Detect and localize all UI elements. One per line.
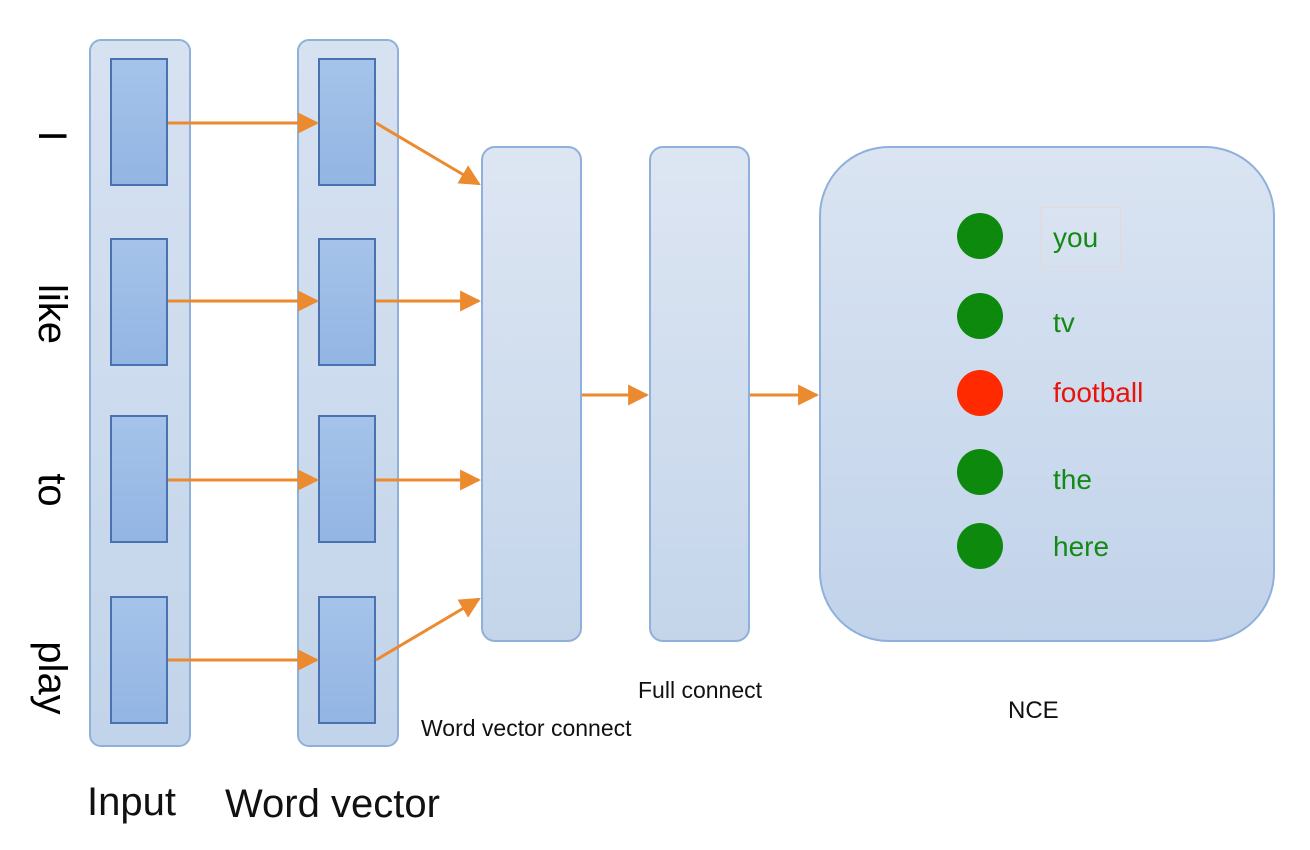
highlight-box — [1041, 207, 1121, 267]
input-cell — [110, 596, 168, 724]
nce-box — [819, 146, 1275, 642]
candidate-word: football — [1053, 377, 1144, 408]
negative-sample-dot — [957, 370, 1003, 416]
input-word: play — [30, 641, 74, 715]
input-word: I — [30, 130, 74, 142]
input-cell — [110, 238, 168, 366]
nce-label: NCE — [1008, 697, 1059, 724]
input-cell — [110, 58, 168, 186]
word-vector-cell — [318, 238, 376, 366]
positive-sample-dot — [957, 293, 1003, 339]
full-connect-layer — [649, 146, 750, 642]
arrow-vector-to-connect — [375, 597, 481, 662]
candidate-word: you — [1053, 222, 1099, 253]
word-vector-connect-layer — [481, 146, 582, 642]
input-label: Input — [87, 780, 176, 824]
word-vector-label: Word vector — [225, 782, 440, 826]
positive-sample-dot — [957, 449, 1003, 495]
candidate-word: here — [1053, 531, 1110, 562]
positive-sample-dot — [957, 523, 1003, 569]
input-word: to — [30, 473, 74, 507]
input-cell — [110, 415, 168, 543]
candidate-word: the — [1053, 464, 1092, 495]
arrow-vector-to-connect — [375, 121, 481, 186]
positive-sample-dot — [957, 213, 1003, 259]
word-vector-connect-label: Word vector connect — [421, 715, 632, 741]
input-word: like — [30, 283, 74, 345]
full-connect-label: Full connect — [638, 677, 763, 703]
candidate-word: tv — [1053, 307, 1075, 338]
